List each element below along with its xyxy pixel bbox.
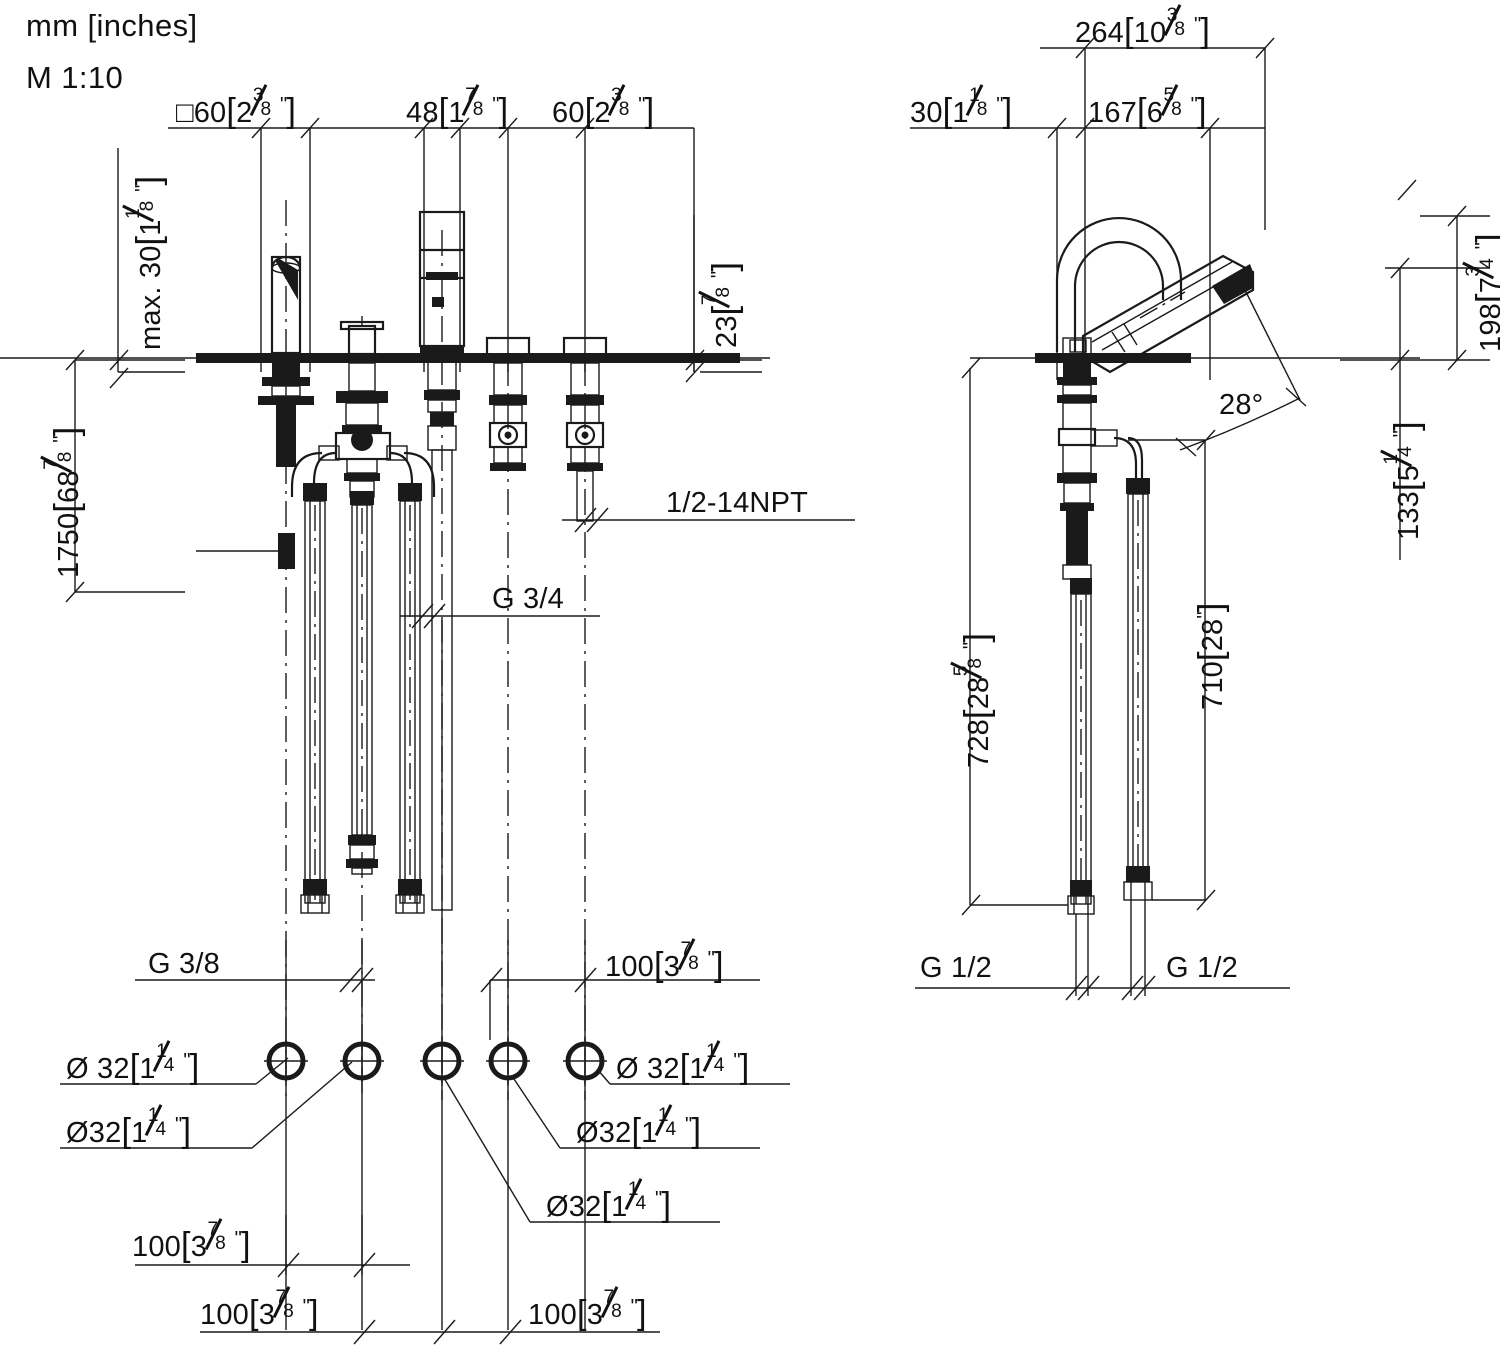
left-hose-weight: [196, 533, 295, 569]
right-top-ticks: [1047, 37, 1275, 139]
hole-circle-2: [340, 1040, 384, 1082]
leader-g34: [400, 603, 600, 629]
right-extension-lines: [1056, 48, 1266, 380]
label-hole-3: Ø 32[114"]: [616, 1040, 749, 1087]
dim-710: 710[28"]: [1192, 602, 1230, 711]
left-component-handshower: [258, 200, 314, 1100]
scale-note: M 1:10: [26, 60, 124, 95]
dim-100-row3-left: 100[378"]: [200, 1286, 319, 1333]
label-hole-5: Ø32[114"]: [546, 1178, 671, 1225]
dim-264: 264[1038"]: [1075, 4, 1210, 51]
right-hoses: [1067, 478, 1153, 915]
dim-48: 48[178"]: [406, 84, 508, 131]
hole-circle-5: [563, 1036, 607, 1086]
dim-100-row2-left: 100[378"]: [132, 1218, 251, 1265]
deck-surface: [196, 353, 740, 363]
label-hole-2: Ø32[114"]: [66, 1104, 191, 1151]
angle-28-label: 28°: [1219, 389, 1264, 421]
right-component-spout: [1055, 216, 1255, 374]
right-deck-surface: [1035, 353, 1191, 363]
right-vertical-dims: [1340, 179, 1490, 560]
label-npt: 1/2-14NPT: [666, 487, 809, 519]
dim-100-row3-right: 100[378"]: [528, 1286, 647, 1333]
hole-circle-4: [486, 1036, 530, 1086]
dim-100-upper-right: 100[378"]: [605, 938, 724, 985]
left-component-mixer: [290, 316, 436, 498]
label-g38: G 3/8: [148, 948, 220, 980]
dim-square-60: □60[238"]: [176, 84, 296, 131]
angle-28-arc: [1175, 289, 1307, 457]
dim-60: 60[238"]: [552, 84, 654, 131]
left-hoses: [300, 483, 425, 1100]
label-hole-1: Ø 32[114"]: [66, 1040, 199, 1087]
right-lower-dims: [961, 357, 1216, 916]
left-vertical-dimension-lines: [65, 148, 185, 603]
left-extension-lines: [260, 128, 695, 372]
units-note: mm [inches]: [26, 8, 198, 43]
hole-circle-3: [420, 1036, 464, 1086]
right-g12-line: [915, 900, 1290, 1001]
label-g12-right: G 1/2: [1166, 952, 1238, 984]
dim-198: 198[734"]: [1462, 233, 1500, 352]
label-hole-4: Ø32[114"]: [576, 1104, 701, 1151]
dim-1750: 1750[6878"]: [40, 427, 87, 578]
hole-leaders: [60, 1057, 790, 1223]
dim-30: 30[118"]: [910, 84, 1012, 131]
hole-center-lines: [285, 620, 586, 1330]
dim-167: 167[658"]: [1088, 84, 1207, 131]
label-g12-left: G 1/2: [920, 952, 992, 984]
square-symbol: □: [176, 97, 194, 129]
left-top-ticks: [251, 117, 595, 139]
leader-npt: [562, 507, 855, 533]
hole-circle-1: [264, 1040, 308, 1082]
bottom-dimension-rows: [135, 1215, 660, 1345]
label-g34: G 3/4: [492, 583, 564, 615]
hole-circles: [264, 1036, 607, 1086]
right-body-stack: [1057, 363, 1144, 580]
